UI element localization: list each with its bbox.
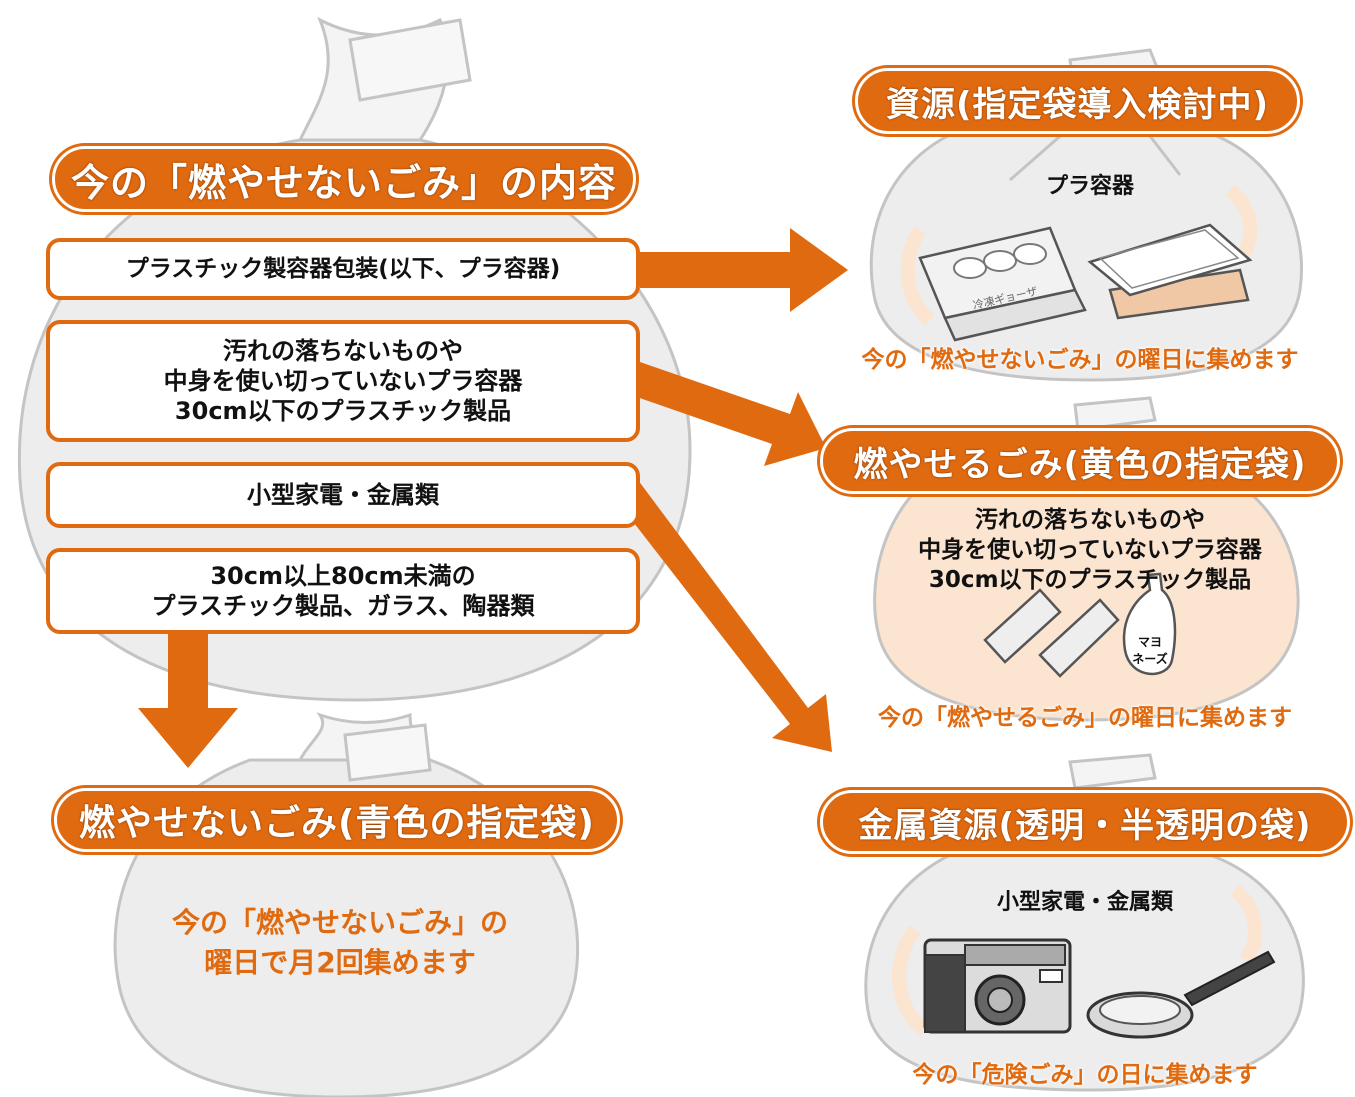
main-item-small-appliances: 小型家電・金属類 bbox=[46, 462, 640, 528]
nonburnable-line: 今の「燃やせないごみ」の bbox=[171, 906, 508, 939]
burnable-line: 中身を使い切っていないプラ容器 bbox=[918, 537, 1262, 563]
plastic-package-illustration bbox=[918, 226, 1087, 342]
main-item-line: 30cm以下のプラスチック製品 bbox=[174, 397, 512, 425]
nonburnable-title: 燃やせないごみ(青色の指定袋) bbox=[54, 788, 620, 852]
main-title: 今の「燃やせないごみ」の内容 bbox=[52, 146, 636, 212]
resource-item-label: プラ容器 bbox=[1045, 174, 1134, 199]
main-item-dirty-plastic: 汚れの落ちないものや 中身を使い切っていないプラ容器 30cm以下のプラスチック… bbox=[46, 320, 640, 442]
burnable-line: 30cm以下のプラスチック製品 bbox=[928, 567, 1252, 593]
main-item-line: 中身を使い切っていないプラ容器 bbox=[163, 367, 523, 395]
plastic-tray-illustration bbox=[1087, 223, 1253, 320]
metal-note: 今の「危険ごみ」の日に集めます bbox=[912, 1062, 1258, 1088]
main-item-plastic-packaging: プラスチック製容器包装(以下、プラ容器) bbox=[46, 238, 640, 300]
burnable-note: 今の「燃やせるごみ」の曜日に集めます bbox=[878, 705, 1292, 731]
tube-illustrations bbox=[983, 572, 1177, 678]
mayo-label: ネーズ bbox=[1132, 652, 1168, 666]
arrow-to-burnable bbox=[628, 362, 826, 466]
resource-note: 今の「燃やせないごみ」の曜日に集めます bbox=[861, 347, 1299, 373]
burnable-bag-illustration bbox=[873, 396, 1300, 722]
burnable-title: 燃やせるごみ(黄色の指定袋) bbox=[820, 428, 1340, 494]
main-item-line: プラスチック製品、ガラス、陶器類 bbox=[151, 592, 535, 620]
main-item-line: 汚れの落ちないものや bbox=[223, 337, 463, 365]
flow-arrows bbox=[138, 228, 848, 768]
main-item-line: 30cm以上80cm未満の bbox=[210, 562, 476, 590]
camera-illustration bbox=[923, 938, 1072, 1034]
main-item-large-plastic-glass: 30cm以上80cm未満の プラスチック製品、ガラス、陶器類 bbox=[46, 548, 640, 634]
arrow-to-nonburnable bbox=[138, 634, 238, 768]
main-item-line: プラスチック製容器包装(以下、プラ容器) bbox=[125, 255, 561, 282]
main-item-line: 小型家電・金属類 bbox=[247, 481, 439, 509]
metal-title: 金属資源(透明・半透明の袋) bbox=[820, 790, 1350, 854]
resource-title: 資源(指定袋導入検討中) bbox=[855, 68, 1300, 134]
arrow-to-resource bbox=[640, 228, 848, 312]
burnable-line: 汚れの落ちないものや bbox=[975, 507, 1205, 533]
metal-item-label: 小型家電・金属類 bbox=[996, 890, 1173, 915]
frying-pan-illustration bbox=[1086, 950, 1276, 1039]
nonburnable-line: 曜日で月2回集めます bbox=[204, 946, 476, 979]
mayo-label: マヨ bbox=[1137, 635, 1162, 649]
arrow-to-metal bbox=[610, 472, 832, 752]
